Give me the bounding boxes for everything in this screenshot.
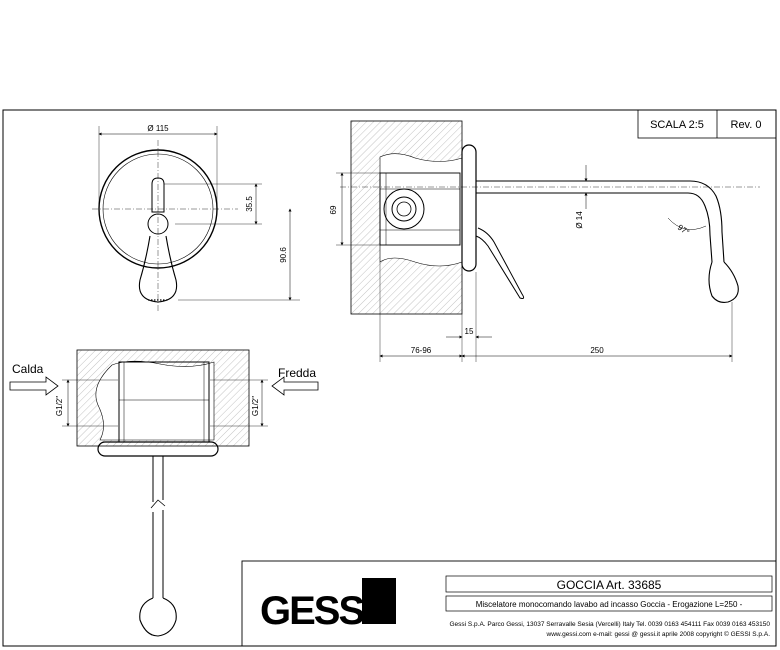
product-title: GOCCIA Art. 33685 <box>557 578 662 592</box>
product-description: Miscelatore monocomando lavabo ad incass… <box>476 600 743 609</box>
dim-90-6: 90.6 <box>279 247 288 263</box>
company-address: Gessi S.p.A. Parco Gessi, 13037 Serraval… <box>449 621 770 628</box>
scale-label: SCALA 2:5 <box>650 119 704 131</box>
gessi-logo: GESSI <box>260 578 396 633</box>
dim-76-96: 76-96 <box>411 346 432 355</box>
scale-box: SCALA 2:5 Rev. 0 <box>637 109 777 139</box>
company-contacts: www.gessi.com e-mail: gessi @ gessi.it a… <box>546 630 771 638</box>
thread-left: G1/2" <box>55 396 64 416</box>
logo-square <box>362 578 396 624</box>
side-view <box>336 120 760 362</box>
logo-text: GESSI <box>260 589 372 633</box>
cold-inlet-arrow-icon <box>271 376 319 396</box>
cold-label: Fredda <box>278 366 316 380</box>
plan-view <box>9 349 319 637</box>
hot-label: Calda <box>12 362 44 376</box>
dim-15: 15 <box>465 327 474 336</box>
dim-angle: 97° <box>676 223 691 237</box>
dim-35-5: 35.5 <box>245 196 254 212</box>
dim-diameter-115: Ø 115 <box>147 124 169 133</box>
front-view <box>92 126 300 312</box>
revision-label: Rev. 0 <box>731 119 762 131</box>
dim-pipe-diameter: Ø 14 <box>575 211 584 229</box>
thread-right: G1/2" <box>251 396 260 416</box>
title-block <box>241 560 777 647</box>
dim-250: 250 <box>590 346 604 355</box>
hot-inlet-arrow-icon <box>9 376 59 396</box>
dim-69: 69 <box>329 205 338 214</box>
